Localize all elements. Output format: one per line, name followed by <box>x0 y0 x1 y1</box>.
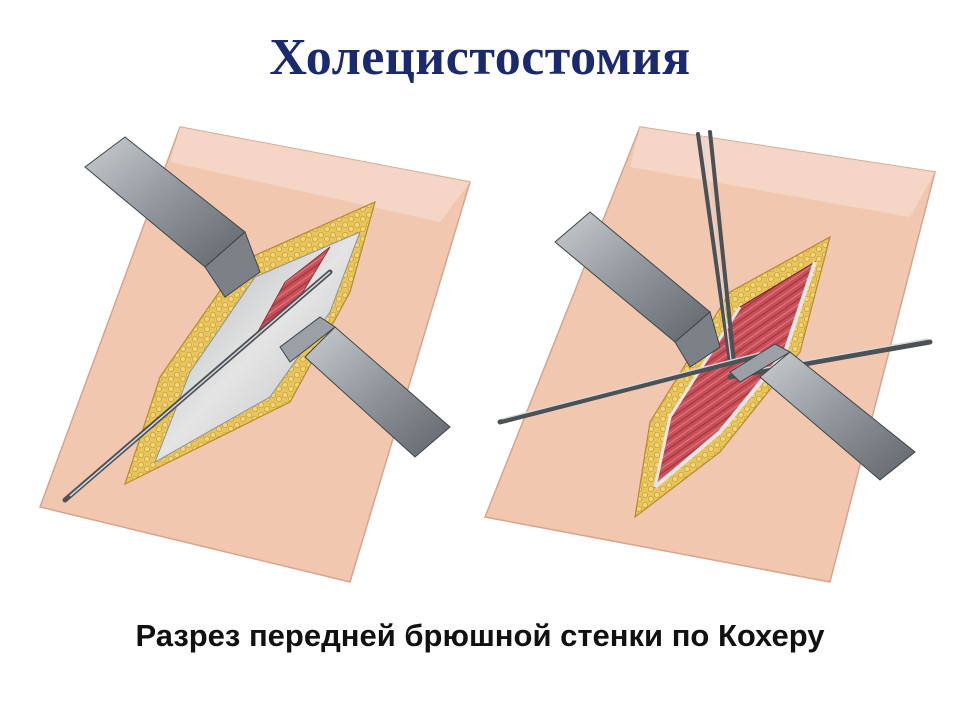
slide-caption: Разрез передней брюшной стенки по Кохеру <box>135 618 825 653</box>
right-retractor-top <box>554 211 721 368</box>
right-instrument-left <box>497 351 768 425</box>
right-panel-incision <box>483 126 936 583</box>
right-retractor-bottom <box>729 343 916 481</box>
right-forceps-vertical <box>696 130 736 364</box>
surgical-illustration <box>39 126 936 583</box>
left-retractor-bottom <box>279 316 451 458</box>
left-retractor-top <box>84 136 261 298</box>
slide-title: Холецистостомия <box>269 29 691 86</box>
left-panel-incision <box>39 126 471 583</box>
right-instrument-right <box>727 338 933 380</box>
